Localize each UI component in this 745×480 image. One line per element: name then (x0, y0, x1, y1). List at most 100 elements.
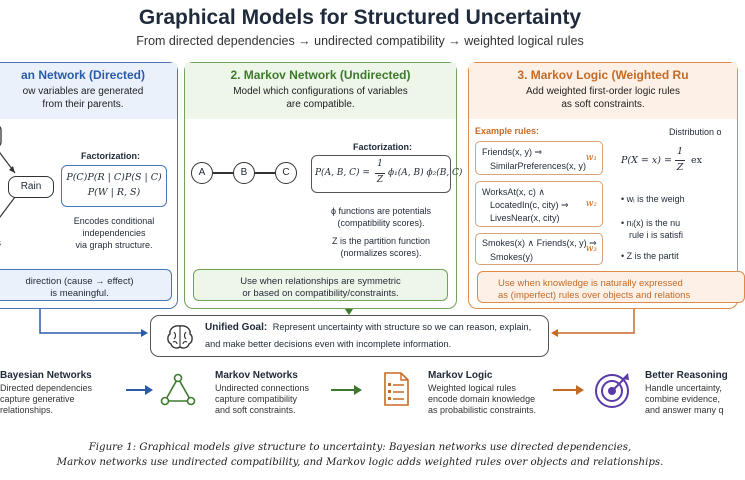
bottom-bayesian-desc: Directed dependencies capture generative… (0, 383, 100, 416)
bottom-bayesian-desc2: capture generative (0, 394, 75, 404)
rule-3-box: Smokes(x) ∧ Friends(x, y) ⇒ Smokes(y) w₃ (475, 233, 603, 265)
bottom-markov: Markov Networks Undirected connections c… (215, 370, 315, 416)
sprinkler-node-label: ss (0, 238, 1, 249)
rule-1-line2: SimilarPreferences(x, y) (490, 161, 587, 171)
bayes-factorization-box: P(C)P(R | C)P(S | C) P(W | R, S) (61, 165, 167, 207)
dist-formula-num: 1 (676, 146, 684, 157)
arrow-2-icon (331, 385, 362, 395)
arrow-1-icon (126, 385, 153, 395)
logic-panel-header: 3. Markov Logic (Weighted Ru Add weighte… (469, 63, 737, 119)
node-a: A (191, 162, 213, 184)
target-icon (595, 373, 629, 408)
bullet-weight: • wᵢ is the weigh (621, 194, 685, 204)
bottom-markov-desc3: and soft constraints. (215, 405, 296, 415)
bottom-bayesian-title: Bayesian Networks (0, 370, 92, 381)
rule-3-weight: w₃ (585, 244, 597, 254)
edge-arrowhead-icon (9, 166, 15, 173)
rule-1-box: Friends(x, y) ⇒ SimilarPreferences(x, y)… (475, 141, 603, 175)
bottom-reasoning-desc2: combine evidence, (645, 394, 721, 404)
page-subtitle: From directed dependencies → undirected … (136, 34, 584, 48)
bullet-count-cont: rule i is satisfi (629, 230, 684, 240)
markov-formula-rhs: ϕ₁(A, B) ϕ₂(B, C) (388, 168, 463, 178)
bottom-markov-desc1: Undirected connections (215, 383, 310, 393)
bottom-reasoning-title: Better Reasoning (645, 370, 728, 381)
dist-formula-lhs: P(X = x) = (621, 155, 672, 166)
bottom-bayesian: Bayesian Networks Directed dependencies … (0, 370, 100, 416)
markov-formula-lhs: P(A, B, C) = (315, 168, 370, 178)
markov-desc-line2: are compatible. (286, 99, 355, 110)
markov-note: Use when relationships are symmetric or … (193, 269, 448, 301)
logic-panel-desc: Add weighted first-order logic rules as … (469, 85, 737, 111)
rule-1-line1: Friends(x, y) ⇒ (482, 147, 543, 157)
page-title: Graphical Models for Structured Uncertai… (138, 6, 582, 29)
bayesian-network-panel: an Network (Directed) ow variables are g… (0, 62, 178, 309)
dist-formula-rhs: ex (691, 155, 702, 166)
figure-caption: Figure 1: Graphical models give structur… (0, 440, 720, 470)
bayesian-desc-line1: ow variables are generated (22, 86, 144, 97)
bottom-logic-desc1: Weighted logical rules (428, 383, 516, 393)
markov-formula-den: Z (376, 175, 384, 185)
bayesian-panel-desc: ow variables are generated from their pa… (0, 85, 177, 111)
markov-formula-num: 1 (377, 159, 383, 169)
bottom-markov-desc2: capture compatibility (215, 394, 298, 404)
markov-fraction-bar (375, 173, 385, 174)
logic-note-line1: Use when knowledge is naturally expresse… (498, 278, 683, 289)
bottom-logic-title: Markov Logic (428, 370, 493, 381)
distribution-label: Distribution o (669, 127, 722, 137)
rain-node: Rain (8, 176, 54, 198)
bottom-reasoning: Better Reasoning Handle uncertainty, com… (645, 370, 728, 416)
bayes-encodes-line1: Encodes conditional (73, 216, 155, 226)
markov-note-line1: Use when relationships are symmetric (240, 276, 401, 287)
node-b: B (233, 162, 255, 184)
bayes-encodes-line2: independencies (82, 228, 146, 238)
bayes-encodes-text: Encodes conditional independencies via g… (61, 215, 167, 251)
bottom-logic-desc: Weighted logical rules encode domain kno… (428, 383, 553, 416)
cloudy-node (0, 126, 2, 146)
bayesian-panel-header: an Network (Directed) ow variables are g… (0, 63, 177, 119)
bottom-reasoning-desc3: and answer many q (645, 405, 724, 415)
bayes-encodes-line3: via graph structure. (75, 240, 153, 250)
logic-title-text: 3. Markov Logic (Weighted Ru (517, 68, 689, 82)
rule-2-weight: w₂ (585, 199, 597, 209)
goal-text-1: Represent uncertainty with structure so … (272, 322, 532, 332)
markov-phi-line1: ϕ functions are potentials (330, 206, 432, 216)
bullet-count: • nᵢ(x) is the nu (621, 218, 681, 228)
arrow-3-icon (553, 385, 584, 395)
markov-panel-header: 2. Markov Network (Undirected) Model whi… (185, 63, 456, 119)
markov-factorization-label: Factorization: (353, 142, 413, 152)
logic-panel-title: 3. Markov Logic (Weighted Ru (469, 68, 737, 82)
dist-formula-den: Z (676, 162, 684, 173)
markov-z-line1: Z is the partition function (331, 236, 431, 246)
bottom-reasoning-desc1: Handle uncertainty, (645, 383, 722, 393)
brain-icon (167, 325, 193, 349)
markov-factorization-box: P(A, B, C) = 1 Z ϕ₁(A, B) ϕ₂(B, C) (311, 155, 462, 193)
bottom-logic: Markov Logic Weighted logical rules enco… (428, 370, 553, 416)
markov-panel-desc: Model which configurations of variables … (185, 85, 456, 111)
bayesian-graph (0, 126, 16, 218)
bottom-bayesian-desc3: relationships. (0, 405, 54, 415)
markov-panel-title: 2. Markov Network (Undirected) (230, 68, 411, 82)
bottom-markov-desc: Undirected connections capture compatibi… (215, 383, 315, 416)
rule-1-weight: w₁ (585, 153, 597, 163)
markov-z-text: Z is the partition function (normalizes … (311, 235, 451, 259)
markov-logic-panel: 3. Markov Logic (Weighted Ru Add weighte… (468, 62, 745, 309)
bottom-markov-title: Markov Networks (215, 370, 298, 381)
caption-line2: Markov networks use undirected compatibi… (56, 457, 664, 468)
logic-note-line2: as (imperfect) rules over objects and re… (498, 290, 691, 301)
bayesian-panel-title: an Network (Directed) (20, 68, 146, 82)
node-c: C (275, 162, 297, 184)
bayes-formula-line1: P(C)P(R | C)P(S | C) (66, 172, 162, 183)
bayes-note: direction (cause → effect) is meaningful… (0, 269, 172, 301)
blue-arrow-icon (141, 329, 148, 337)
bottom-reasoning-desc: Handle uncertainty, combine evidence, an… (645, 383, 724, 416)
bullet-partition: • Z is the partit (621, 251, 679, 261)
logic-desc-line2: as soft constraints. (561, 99, 645, 110)
rule-2-box: WorksAt(x, c) ∧ LocatedIn(c, city) ⇒ Liv… (475, 181, 603, 227)
network-triangle-icon (160, 373, 196, 406)
bullet-partition-text: Z is the partit (626, 251, 679, 261)
rule-2-line3: LivesNear(x, city) (490, 213, 560, 223)
bottom-logic-desc2: encode domain knowledge (428, 394, 536, 404)
bullet-count-text: nᵢ(x) is the nu (626, 218, 681, 228)
rule-2-line1: WorksAt(x, c) ∧ (482, 187, 545, 197)
markov-note-line2: or based on compatibility/constraints. (242, 288, 399, 299)
